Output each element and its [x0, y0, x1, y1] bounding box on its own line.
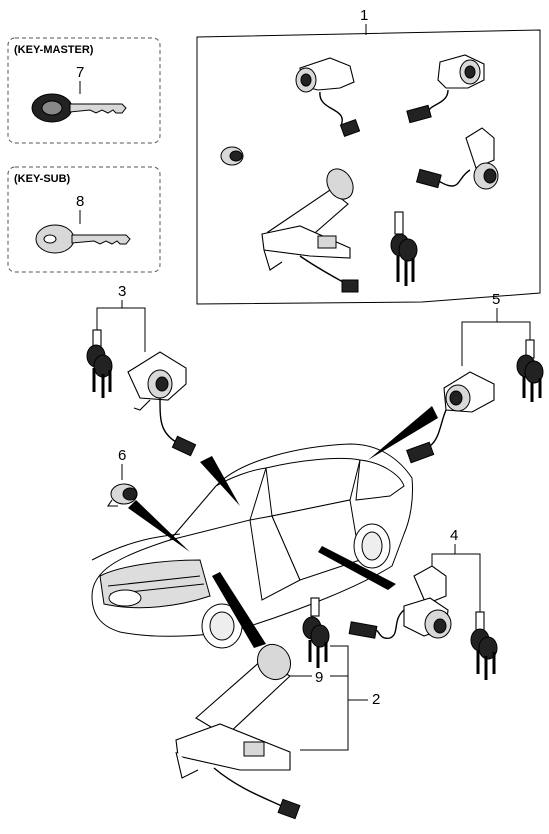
key-master-box: (KEY-MASTER) 7 — [7, 37, 161, 144]
sub-key-icon — [35, 224, 131, 254]
callout-3: 3 — [118, 283, 126, 300]
car-illustration — [91, 443, 413, 649]
trunk-lock-group: 4 — [348, 527, 498, 680]
callout-5: 5 — [492, 291, 500, 308]
door-lock-cylinder-icon-right — [406, 54, 485, 124]
key-sub-box: (KEY-SUB) 8 — [7, 166, 161, 273]
callout-7: 7 — [76, 64, 84, 81]
callout-4: 4 — [450, 527, 458, 544]
callout-2: 2 — [372, 691, 380, 708]
fuel-lock-icon — [220, 146, 244, 166]
fuel-cap-lock-group: 6 — [106, 447, 138, 507]
callout-1: 1 — [360, 7, 368, 24]
callout-6: 6 — [118, 447, 126, 464]
callout-9: 9 — [315, 669, 323, 686]
master-key-icon — [31, 93, 127, 123]
door-lock-cylinder-icon — [295, 57, 361, 138]
key-set-icon — [390, 211, 418, 286]
door-lock-left-group: 3 — [86, 283, 197, 457]
assembly-set-group: 1 — [196, 7, 541, 305]
key-sub-label: (KEY-SUB) — [14, 173, 71, 185]
callout-8: 8 — [76, 193, 84, 210]
ignition-lock-icon — [261, 168, 359, 293]
trunk-lock-icon — [415, 127, 499, 190]
ignition-lock-group: 9 2 — [175, 597, 380, 820]
leader-arrows — [128, 406, 438, 648]
door-lock-right-group: 5 — [406, 291, 544, 464]
key-master-label: (KEY-MASTER) — [14, 44, 94, 56]
